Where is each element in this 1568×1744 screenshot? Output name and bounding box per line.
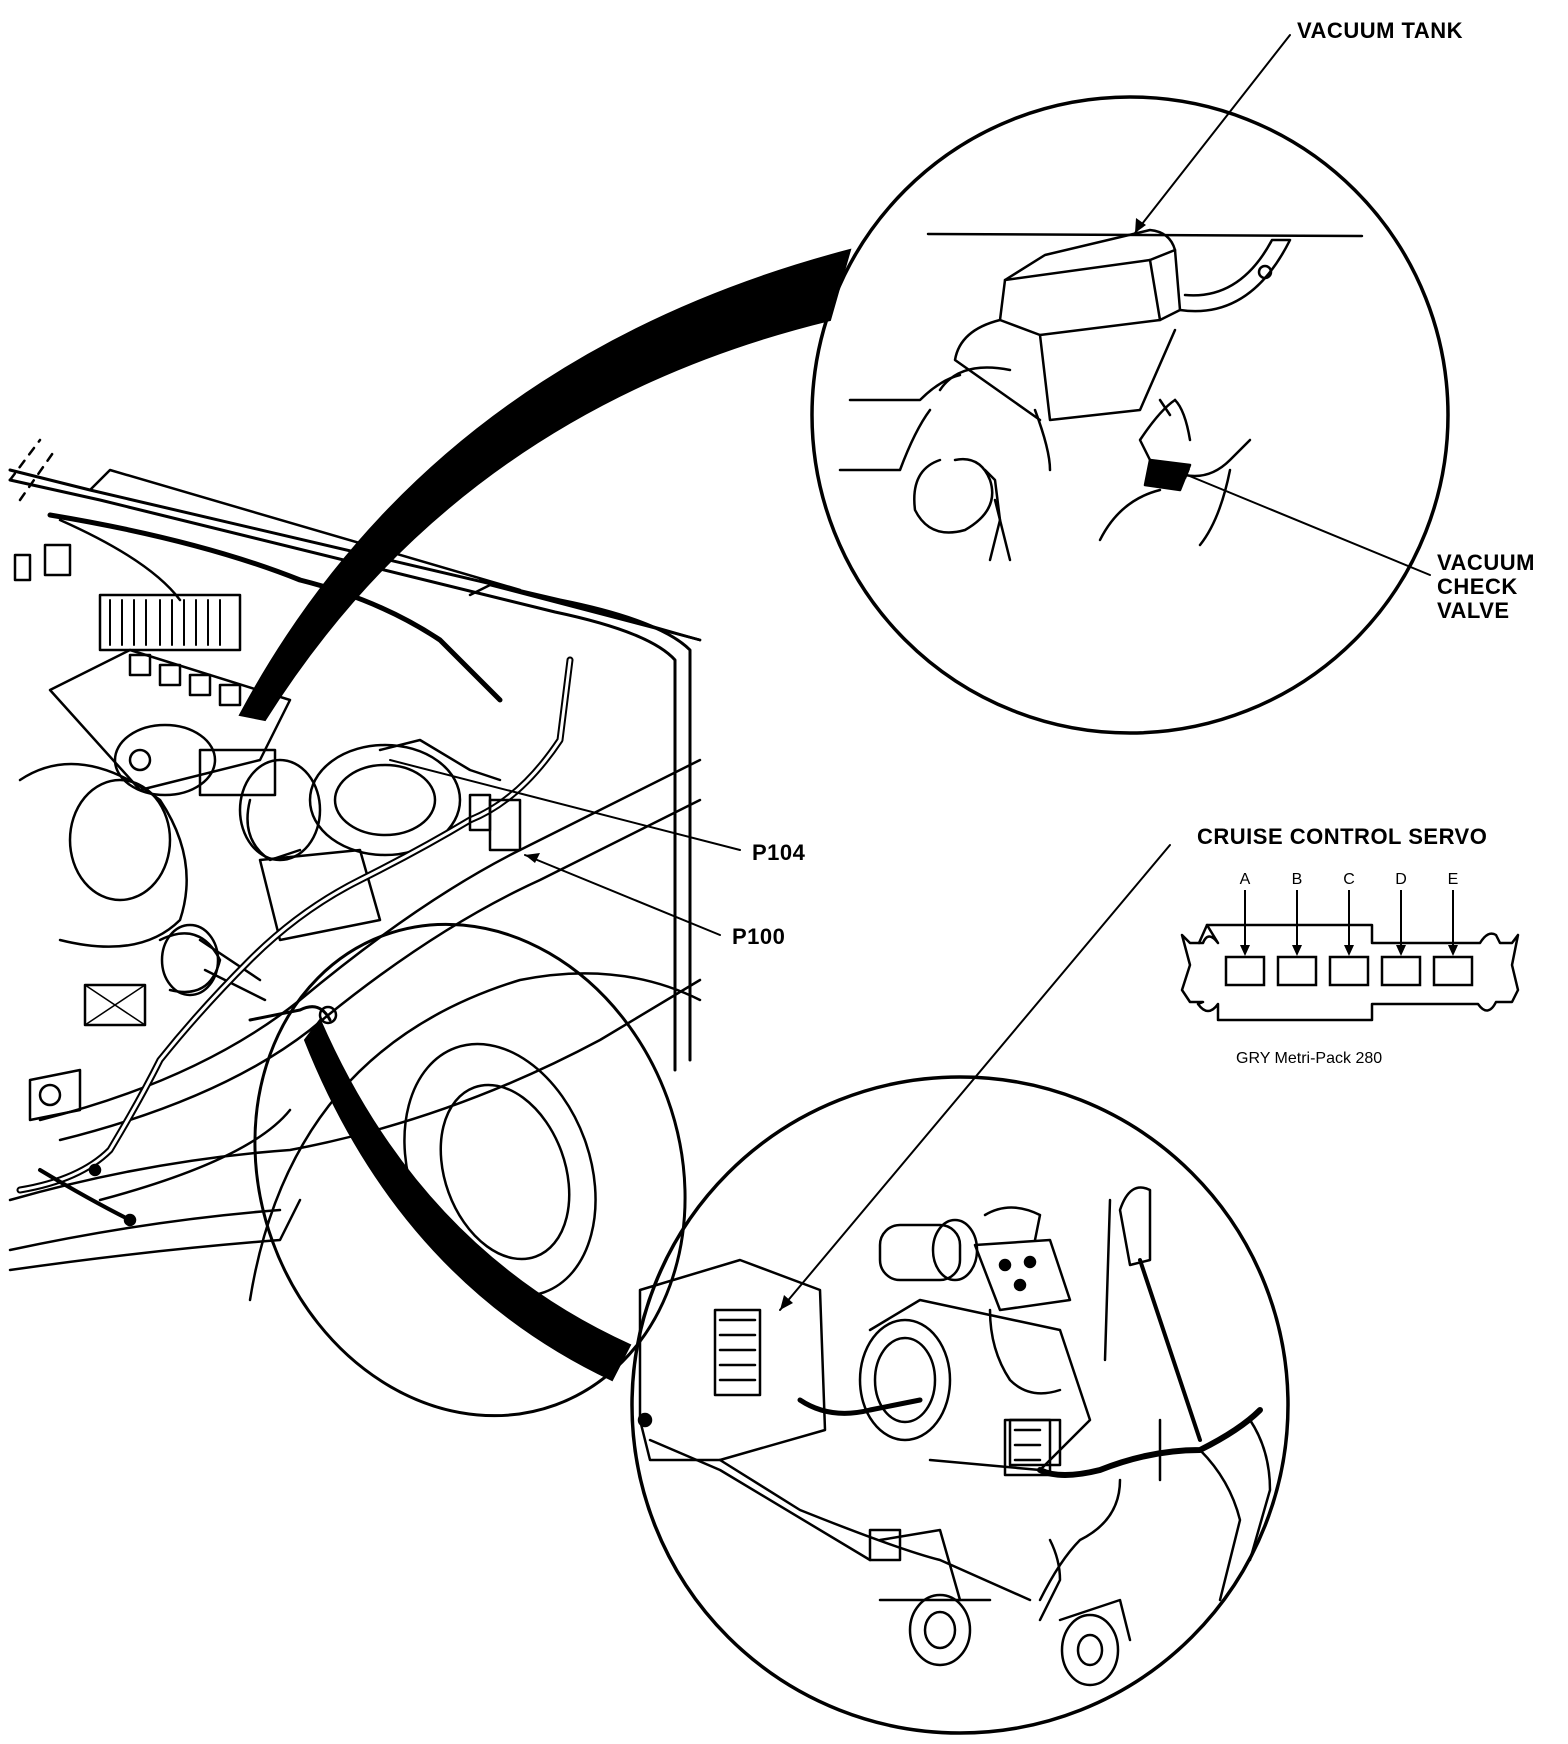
cruise-servo-connector-diagram: A B C D E CRUISE CONTROL SERVO GRY Metri-Pac… <box>1180 824 1520 1067</box>
pin-label-c: C <box>1343 871 1355 888</box>
detail-circle-top <box>810 95 1450 735</box>
pin-arrowhead-e <box>1448 945 1458 956</box>
connector-pins: A B C D E <box>1224 871 1474 987</box>
label-vacuum-tank: VACUUM TANK <box>1297 18 1463 43</box>
pin-label-b: B <box>1292 871 1303 888</box>
leader-vacuum-tank <box>1134 34 1291 234</box>
magnifier-wedge-bottom <box>303 1018 632 1382</box>
label-vacuum-check-valve-line1: VACUUM <box>1437 550 1535 575</box>
pin-label-e: E <box>1448 871 1459 888</box>
pin-cavity-d <box>1380 955 1422 987</box>
pin-label-d: D <box>1395 871 1407 888</box>
pin-cavity-b <box>1276 955 1318 987</box>
label-p100: P100 <box>732 924 785 949</box>
connector-note: GRY Metri-Pack 280 <box>1236 1050 1382 1067</box>
pin-arrowhead-a <box>1240 945 1250 956</box>
leader-p100 <box>524 854 721 936</box>
label-p104: P104 <box>752 840 806 865</box>
pin-cavity-a <box>1224 955 1266 987</box>
cruise-servo-detail-view <box>303 1018 1290 1735</box>
pin-arrowhead-d <box>1396 945 1406 956</box>
label-vacuum-check-valve-line2: CHECK <box>1437 574 1518 599</box>
leader-check-valve <box>1174 469 1431 576</box>
leader-p104 <box>389 759 741 851</box>
magnifier-wedge-top <box>238 248 852 722</box>
callout-leaders <box>389 34 1431 1311</box>
pin-cavity-e <box>1432 955 1474 987</box>
vacuum-tank-detail-view <box>238 95 1450 735</box>
detail-circle-bottom <box>630 1075 1290 1735</box>
label-vacuum-check-valve-line3: VALVE <box>1437 598 1510 623</box>
leader-servo-connector <box>779 844 1171 1311</box>
connector-body <box>1180 923 1520 1022</box>
pin-label-a: A <box>1240 871 1251 888</box>
pin-cavity-c <box>1328 955 1370 987</box>
pin-arrowhead-c <box>1344 945 1354 956</box>
connector-title: CRUISE CONTROL SERVO <box>1197 824 1487 849</box>
pin-arrowhead-b <box>1292 945 1302 956</box>
